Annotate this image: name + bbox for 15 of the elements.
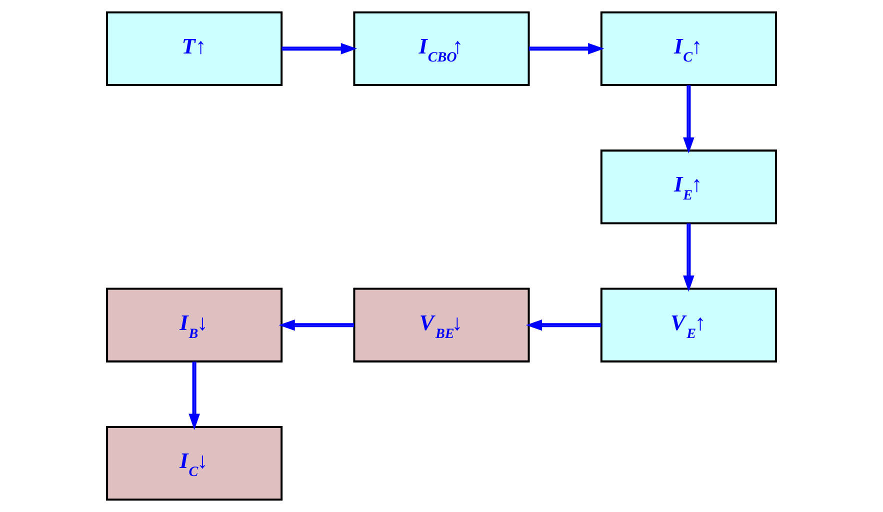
node-box: V$_{E}$↑ xyxy=(600,288,777,362)
node-box: I$_{CBO}$↑ xyxy=(353,11,530,86)
arrow xyxy=(683,223,694,292)
node-box: I$_{C}$↑ xyxy=(600,11,777,86)
node-box: I$_{E}$↑ xyxy=(600,150,777,224)
node-box: T↑ xyxy=(106,11,283,86)
arrow xyxy=(528,43,604,54)
arrow xyxy=(188,362,200,430)
arrow xyxy=(683,85,694,154)
arrow xyxy=(526,319,602,331)
arrow xyxy=(278,319,354,331)
node-box: V$_{BE}$↓ xyxy=(353,288,530,362)
node-box: I$_{B}$↓ xyxy=(106,288,283,362)
arrow xyxy=(282,43,358,54)
node-box: I$_{C}$↓ xyxy=(106,426,283,501)
